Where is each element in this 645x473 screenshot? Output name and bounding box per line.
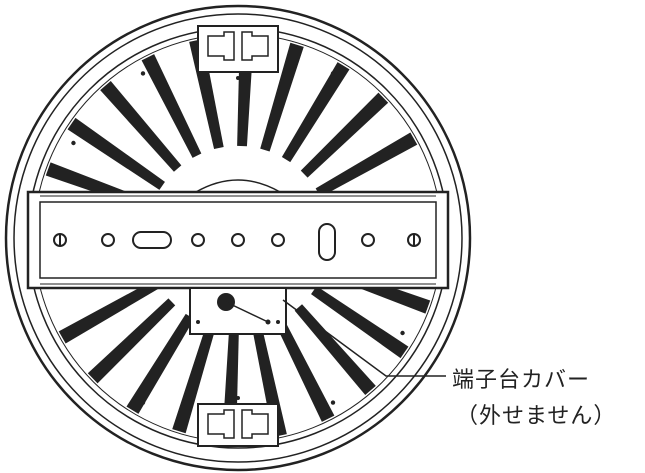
outer-ring-inner-line [13,13,463,463]
heatsink-fin [294,304,376,396]
heatsink-fin [58,279,161,344]
terminal-cover-callout-label: 端子台カバー [452,368,591,393]
heatsink-fin [311,286,409,359]
heatsink-fin [172,324,216,434]
ring-screw [140,71,146,76]
mounting-hole [101,233,115,247]
heatsink-fin [141,54,202,158]
heatsink-fin [100,80,182,172]
top-hanger-bracket [197,25,279,80]
ring-screw [330,400,336,405]
mounting-holes [53,223,421,261]
heatsink-fin [281,62,350,163]
ring-screws [71,71,405,405]
terminal-block-cover [189,287,287,335]
slot-hole-horizontal [132,231,172,249]
ring-screw [71,140,76,146]
ring-screw [71,330,76,336]
terminal-cover-callout-note: （外せません） [456,404,617,429]
heatsink-fin [87,298,176,384]
heatsink-fin [126,313,195,414]
mounting-hole [271,233,285,247]
heatsink-fin [274,318,335,422]
bottom-hanger-bracket [197,396,279,447]
mounting-hole [361,233,375,247]
heatsink-fin [67,117,165,190]
slot-hole-vertical [318,223,336,261]
mounting-hole [191,233,205,247]
ring-screw [140,400,146,405]
mounting-hole [231,233,245,247]
heatsink-fin [260,42,304,152]
callout-leader-line [282,299,446,377]
center-dome-top [195,179,281,193]
ring-screw [330,71,336,76]
ring-screw [400,140,405,146]
heatsink-fin [315,132,418,197]
heatsink-fin [300,92,389,178]
ring-screw [400,330,405,336]
